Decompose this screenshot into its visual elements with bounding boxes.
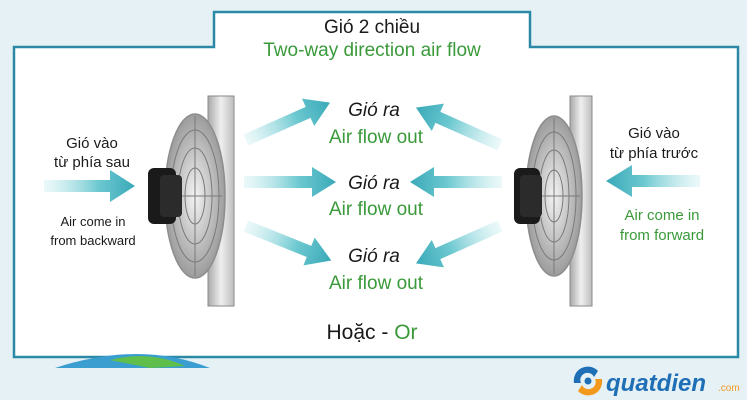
left-inflow-arrow [44, 170, 135, 202]
output-2-vi: Gió ra [348, 173, 400, 194]
logo-suffix: .com [718, 383, 740, 394]
title-vi: Gió 2 chiều [324, 17, 420, 38]
left-label-vi-1: Gió vào [66, 135, 118, 152]
output-1-en: Air flow out [329, 127, 424, 148]
or-label-sep: - [376, 321, 395, 344]
output-3-vi: Gió ra [348, 246, 400, 267]
right-fan [514, 95, 593, 307]
center-left-arrows [243, 98, 336, 266]
logo-swirl-icon [573, 366, 603, 396]
right-inflow-arrow [606, 165, 700, 197]
or-label-en: Or [394, 321, 417, 344]
arrow-out-upper-right [415, 103, 503, 151]
right-label-en-1: Air come in [624, 207, 699, 224]
left-label-vi-2: từ phía sau [54, 154, 130, 171]
globe-land-decoration [110, 356, 185, 368]
left-label-en-1: Air come in [60, 214, 125, 229]
left-fan [148, 95, 235, 307]
right-label-vi-2: từ phía trước [610, 145, 699, 162]
output-1-vi: Gió ra [348, 100, 400, 121]
center-right-arrows [410, 103, 503, 268]
arrow-out-middle-right [410, 167, 502, 197]
right-label-en-2: from forward [620, 227, 704, 244]
or-label-vi: Hoặc [326, 321, 375, 344]
arrow-out-middle-left [244, 167, 336, 197]
arrow-out-lower-left [243, 220, 332, 266]
quatdien-logo: quatdien .com [573, 366, 740, 397]
output-2-en: Air flow out [329, 199, 424, 220]
left-fan-motor-cap [160, 175, 182, 217]
right-label-vi-1: Gió vào [628, 125, 680, 142]
right-fan-motor-cap [520, 175, 542, 217]
arrow-out-lower-right [415, 220, 503, 268]
output-3-en: Air flow out [329, 273, 424, 294]
or-label: Hoặc - Or [326, 321, 417, 344]
left-label-en-2: from backward [50, 233, 135, 248]
right-fan-grille [530, 118, 580, 274]
title-en: Two-way direction air flow [263, 40, 481, 61]
arrow-out-upper-left [243, 98, 331, 146]
logo-name: quatdien [606, 370, 706, 397]
